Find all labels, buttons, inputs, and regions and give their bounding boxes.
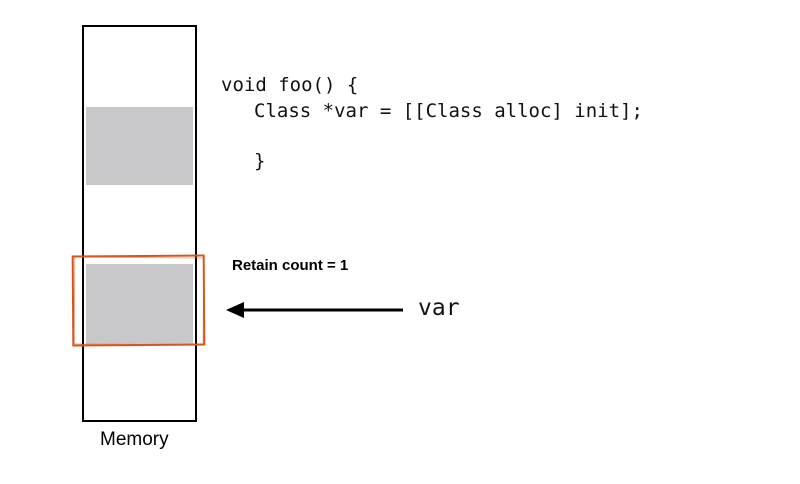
code-line-closing-brace: }	[254, 150, 266, 172]
memory-label: Memory	[100, 429, 169, 450]
pointer-variable-label: var	[418, 295, 460, 321]
arrow-head	[226, 302, 244, 318]
memory-block-allocated	[86, 107, 193, 185]
highlight-box-sketch-stroke	[73, 256, 205, 346]
arrow-left-icon	[226, 302, 403, 318]
memory-block-referenced	[86, 264, 193, 344]
memory-column	[82, 25, 197, 422]
code-line-allocation: Class *var = [[Class alloc] init];	[254, 100, 643, 122]
code-line-function-signature: void foo() {	[221, 74, 359, 96]
retain-count-label: Retain count = 1	[232, 257, 349, 274]
